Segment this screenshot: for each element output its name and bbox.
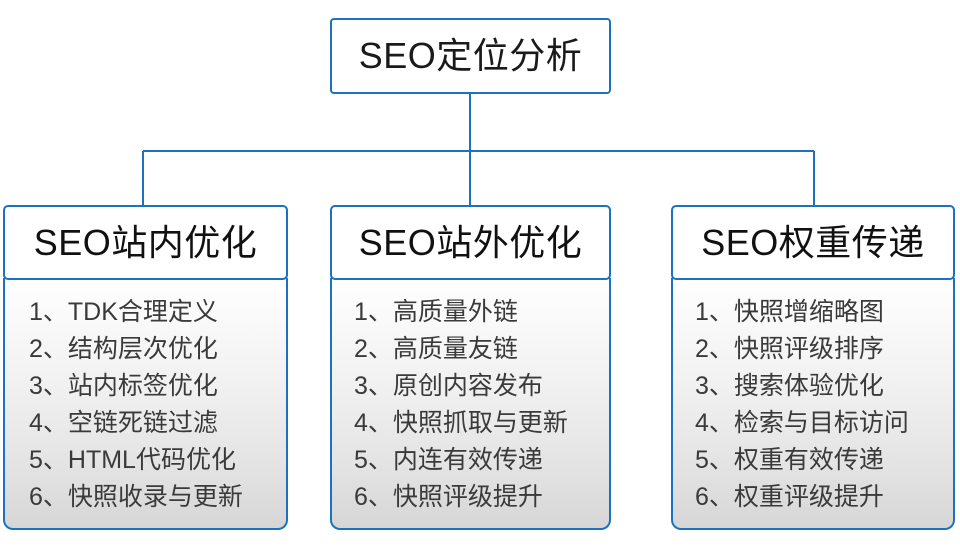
list-item: 2、高质量友链 (354, 335, 518, 363)
branch-item-list: 1、快照增缩略图 2、快照评级排序 3、搜索体验优化 4、检索与目标访问 5、权… (673, 294, 953, 516)
branch-header: SEO站内优化 (3, 205, 288, 280)
list-item: 6、快照收录与更新 (29, 483, 243, 511)
list-item: 3、站内标签优化 (29, 372, 218, 400)
list-item: 1、快照增缩略图 (695, 298, 884, 326)
list-item: 6、快照评级提升 (354, 483, 543, 511)
list-item: 3、原创内容发布 (354, 372, 543, 400)
list-item: 5、内连有效传递 (354, 446, 543, 474)
branch-body: 1、快照增缩略图 2、快照评级排序 3、搜索体验优化 4、检索与目标访问 5、权… (671, 278, 955, 530)
list-item: 6、权重评级提升 (695, 483, 884, 511)
branch-item-list: 1、TDK合理定义 2、结构层次优化 3、站内标签优化 4、空链死链过滤 5、H… (5, 294, 286, 516)
branch-header: SEO站外优化 (330, 205, 611, 280)
branch-title: SEO站内优化 (33, 221, 258, 263)
branch-column-seo-offsite: SEO站外优化 1、高质量外链 2、高质量友链 3、原创内容发布 4、快照抓取与… (330, 205, 611, 530)
branch-column-seo-weight: SEO权重传递 1、快照增缩略图 2、快照评级排序 3、搜索体验优化 4、检索与… (671, 205, 955, 530)
list-item: 2、结构层次优化 (29, 335, 218, 363)
branch-body: 1、TDK合理定义 2、结构层次优化 3、站内标签优化 4、空链死链过滤 5、H… (3, 278, 288, 530)
branch-body: 1、高质量外链 2、高质量友链 3、原创内容发布 4、快照抓取与更新 5、内连有… (330, 278, 611, 530)
branch-header: SEO权重传递 (671, 205, 955, 280)
list-item: 5、HTML代码优化 (29, 446, 236, 474)
list-item: 4、快照抓取与更新 (354, 409, 568, 437)
branch-title: SEO权重传递 (701, 221, 925, 263)
branch-title: SEO站外优化 (358, 221, 583, 263)
list-item: 4、检索与目标访问 (695, 409, 909, 437)
list-item: 2、快照评级排序 (695, 335, 884, 363)
list-item: 4、空链死链过滤 (29, 409, 218, 437)
list-item: 5、权重有效传递 (695, 446, 884, 474)
list-item: 3、搜索体验优化 (695, 372, 884, 400)
root-node: SEO定位分析 (330, 18, 611, 94)
root-node-title: SEO定位分析 (358, 35, 583, 76)
list-item: 1、TDK合理定义 (29, 298, 218, 326)
branch-item-list: 1、高质量外链 2、高质量友链 3、原创内容发布 4、快照抓取与更新 5、内连有… (332, 294, 609, 516)
branch-column-seo-onsite: SEO站内优化 1、TDK合理定义 2、结构层次优化 3、站内标签优化 4、空链… (3, 205, 288, 530)
list-item: 1、高质量外链 (354, 298, 518, 326)
